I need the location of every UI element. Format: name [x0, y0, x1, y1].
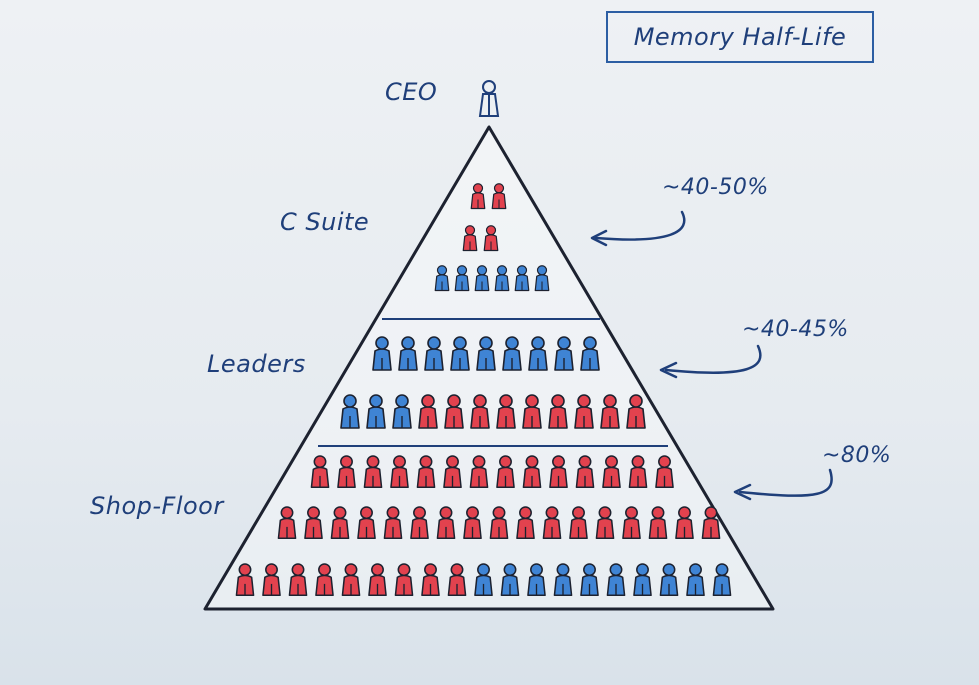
person-blue-icon	[474, 563, 493, 597]
person-red-icon	[394, 563, 414, 597]
people-figures	[235, 183, 732, 597]
person-red-icon	[421, 563, 440, 597]
person-blue-icon	[500, 563, 520, 597]
pct-shop-floor: ~80%	[822, 443, 891, 468]
person-red-icon	[470, 183, 486, 210]
person-red-icon	[436, 506, 456, 540]
person-red-icon	[330, 506, 350, 540]
person-red-icon	[390, 455, 409, 489]
person-blue-icon	[659, 563, 679, 597]
person-blue-icon	[474, 265, 490, 292]
diagram-title: Memory Half-Life	[634, 23, 847, 51]
person-blue-icon	[434, 265, 450, 292]
arrow-shop-floor-icon	[738, 468, 833, 497]
person-blue-icon	[534, 265, 550, 292]
person-red-icon	[522, 455, 542, 489]
person-red-icon	[489, 506, 509, 540]
person-blue-icon	[502, 336, 522, 371]
person-red-icon	[595, 506, 615, 540]
person-red-icon	[277, 506, 297, 540]
label-ceo: CEO	[385, 78, 437, 106]
title-box: Memory Half-Life	[606, 11, 874, 63]
person-blue-icon	[554, 336, 574, 371]
person-red-icon	[626, 394, 646, 429]
person-red-icon	[675, 506, 694, 540]
person-blue-icon	[398, 336, 418, 371]
person-red-icon	[383, 506, 403, 540]
person-red-icon	[701, 506, 721, 540]
person-red-icon	[575, 455, 595, 489]
person-red-icon	[469, 455, 489, 489]
arrowhead-leaders-icon	[659, 361, 678, 379]
person-red-icon	[648, 506, 668, 540]
person-red-icon	[416, 455, 436, 489]
person-red-icon	[418, 394, 438, 429]
person-blue-icon	[392, 394, 412, 429]
person-red-icon	[516, 506, 535, 540]
person-red-icon	[655, 455, 674, 489]
person-blue-icon	[633, 563, 652, 597]
person-blue-icon	[424, 336, 444, 371]
person-red-icon	[602, 455, 621, 489]
person-red-icon	[410, 506, 429, 540]
person-red-icon	[600, 394, 620, 429]
person-red-icon	[444, 394, 464, 429]
arrow-c-suite-icon	[594, 210, 686, 241]
person-red-icon	[569, 506, 588, 540]
label-shop-floor: Shop-Floor	[90, 492, 225, 520]
person-red-icon	[542, 506, 562, 540]
person-blue-icon	[454, 265, 470, 292]
person-red-icon	[522, 394, 542, 429]
person-red-icon	[470, 394, 490, 429]
person-blue-icon	[366, 394, 386, 429]
person-blue-icon	[686, 563, 705, 597]
person-red-icon	[288, 563, 308, 597]
person-blue-icon	[527, 563, 546, 597]
pct-c-suite: ~40-50%	[662, 175, 769, 200]
person-red-icon	[315, 563, 334, 597]
arrowhead-shop-floor-icon	[733, 483, 752, 501]
person-red-icon	[262, 563, 281, 597]
label-c-suite: C Suite	[280, 208, 369, 236]
person-red-icon	[483, 225, 499, 252]
person-red-icon	[628, 455, 648, 489]
person-blue-icon	[553, 563, 573, 597]
pct-leaders: ~40-45%	[742, 317, 849, 342]
person-red-icon	[363, 455, 383, 489]
person-red-icon	[337, 455, 356, 489]
person-red-icon	[368, 563, 387, 597]
person-red-icon	[341, 563, 361, 597]
person-red-icon	[447, 563, 467, 597]
person-red-icon	[491, 183, 507, 210]
arrow-leaders-icon	[664, 344, 762, 374]
ceo-figure-icon	[478, 80, 500, 117]
person-blue-icon	[514, 265, 530, 292]
person-blue-icon	[580, 336, 600, 371]
person-red-icon	[549, 455, 568, 489]
person-red-icon	[463, 506, 482, 540]
person-red-icon	[548, 394, 568, 429]
person-red-icon	[496, 394, 516, 429]
person-red-icon	[304, 506, 323, 540]
person-blue-icon	[476, 336, 496, 371]
person-blue-icon	[372, 336, 392, 371]
person-blue-icon	[494, 265, 510, 292]
person-blue-icon	[450, 336, 470, 371]
person-blue-icon	[528, 336, 548, 371]
person-blue-icon	[340, 394, 360, 429]
person-blue-icon	[580, 563, 599, 597]
person-red-icon	[496, 455, 515, 489]
label-leaders: Leaders	[207, 350, 306, 378]
person-red-icon	[443, 455, 462, 489]
person-red-icon	[574, 394, 594, 429]
person-red-icon	[462, 225, 478, 252]
person-red-icon	[622, 506, 641, 540]
person-red-icon	[235, 563, 255, 597]
person-red-icon	[310, 455, 330, 489]
person-red-icon	[357, 506, 376, 540]
person-blue-icon	[606, 563, 626, 597]
person-blue-icon	[712, 563, 732, 597]
arrowhead-c-suite-icon	[590, 229, 608, 247]
